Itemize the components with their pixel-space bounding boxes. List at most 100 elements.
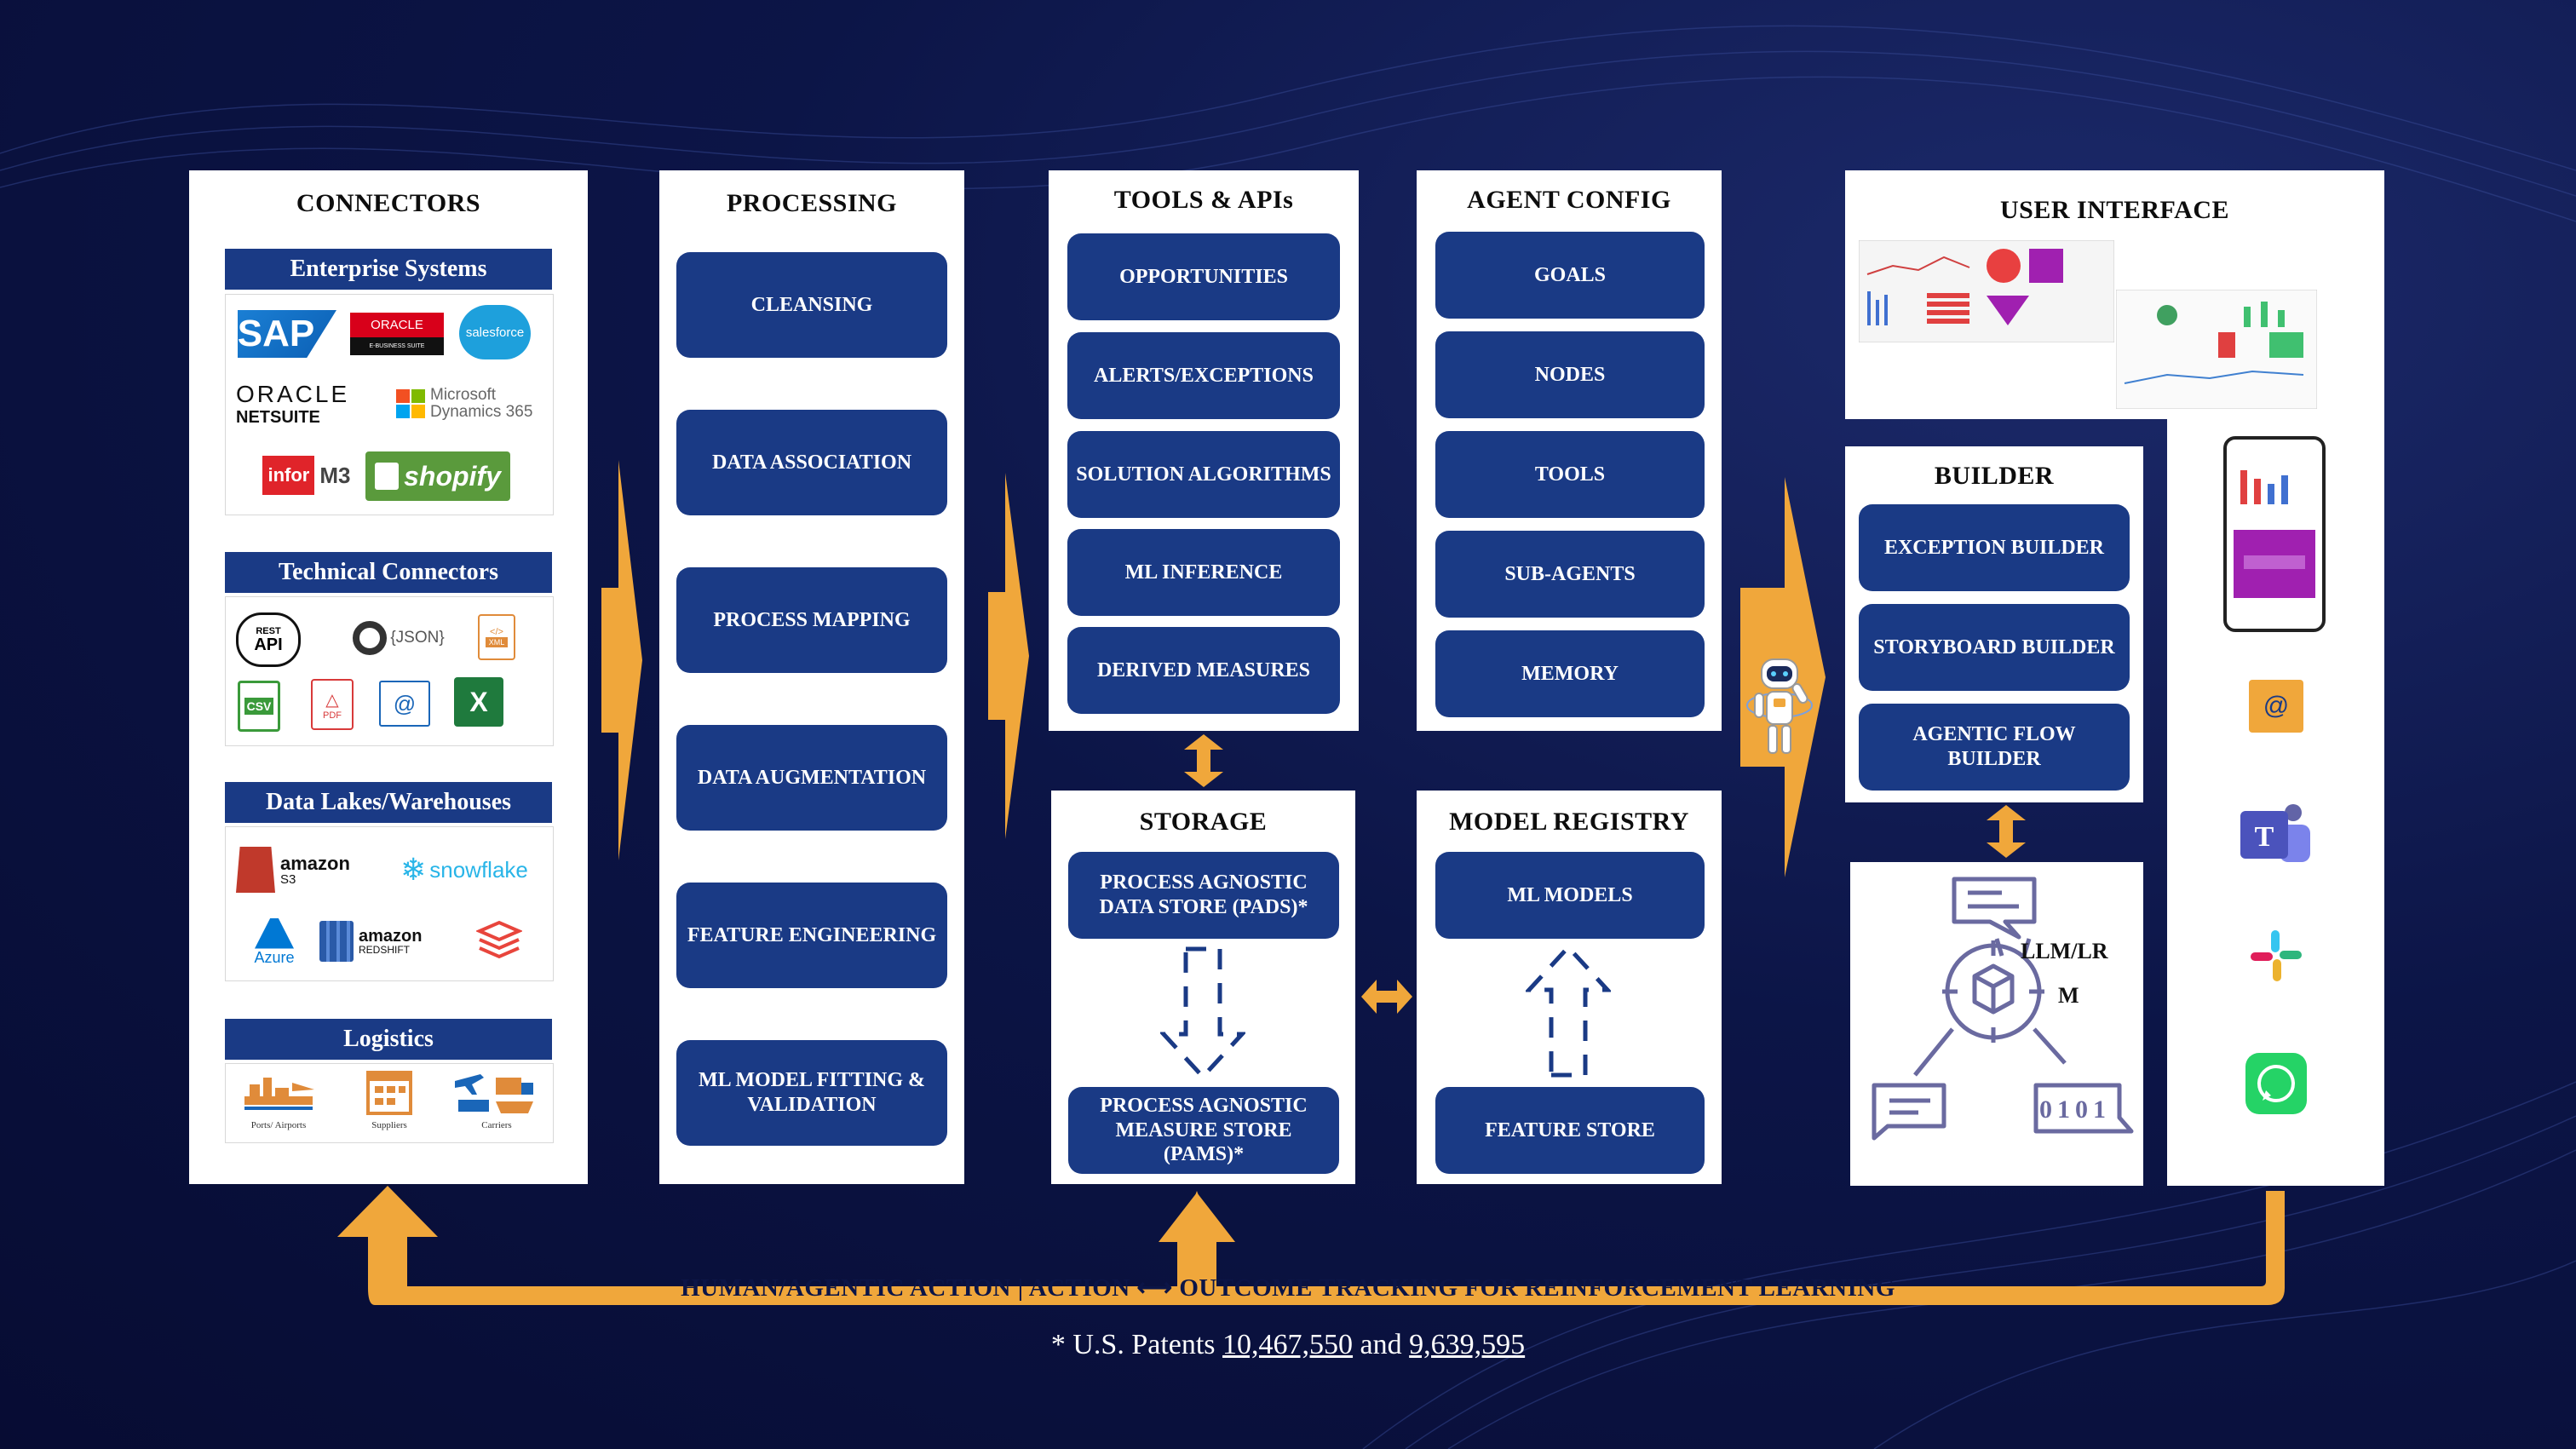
- azure-logo: Azure: [244, 914, 304, 970]
- processing-data-association: DATA ASSOCIATION: [676, 410, 947, 515]
- user-interface-panel: USER INTERFACE: [1845, 170, 2384, 419]
- logistics-label-carriers: Carriers: [481, 1120, 512, 1130]
- storage-pams: PROCESS AGNOSTIC MEASURE STORE (PAMS)*: [1068, 1087, 1339, 1174]
- arrow-connectors-to-processing: [601, 460, 642, 860]
- storage-panel: STORAGE PROCESS AGNOSTIC DATA STORE (PAD…: [1051, 791, 1355, 1184]
- rest-api-icon: REST API: [236, 612, 301, 667]
- dashboard-screenshot-right: [2116, 290, 2317, 409]
- patents-footnote: * U.S. Patents 10,467,550 and 9,639,595: [0, 1329, 2576, 1361]
- tools-ml-inference: ML INFERENCE: [1067, 529, 1340, 616]
- processing-panel: PROCESSING CLEANSING DATA ASSOCIATION PR…: [659, 170, 964, 1184]
- logistics-label-ports: Ports/ Airports: [250, 1120, 307, 1130]
- arrow-storage-model-registry: [1361, 980, 1412, 1014]
- model-registry-feature-store: FEATURE STORE: [1435, 1087, 1705, 1174]
- whatsapp-icon: [2245, 1053, 2307, 1114]
- technical-logos-box: REST API {JSON} </> XML CSV △ PDF @ X: [225, 596, 554, 746]
- microsoft-icon: [396, 389, 425, 418]
- processing-process-mapping: PROCESS MAPPING: [676, 567, 947, 673]
- tools-opportunities: OPPORTUNITIES: [1067, 233, 1340, 320]
- data-lake-logos-box: amazon S3 ❄ snowflake Azure amazon REDSH…: [225, 826, 554, 981]
- model-registry-ml-models: ML MODELS: [1435, 852, 1705, 939]
- databricks-icon: [474, 917, 524, 963]
- patents-prefix: * U.S. Patents: [1050, 1329, 1223, 1360]
- agent-config-title: AGENT CONFIG: [1467, 186, 1671, 214]
- builder-title: BUILDER: [1934, 462, 2055, 490]
- snowflake-icon: ❄: [400, 852, 427, 887]
- microsoft-dynamics-logo: Microsoft Dynamics 365: [396, 380, 549, 428]
- tools-derived-measures: DERIVED MEASURES: [1067, 627, 1340, 714]
- s3-bucket-icon: [236, 847, 275, 893]
- arrow-processing-to-tools: [988, 473, 1029, 839]
- processing-title: PROCESSING: [726, 189, 898, 217]
- amazon-redshift-logo: amazon REDSHIFT: [319, 916, 447, 967]
- xml-file-icon: </> XML: [478, 614, 515, 660]
- tools-panel: TOOLS & APIs OPPORTUNITIES ALERTS/EXCEPT…: [1049, 170, 1359, 731]
- feedback-loop-text: HUMAN/AGENTIC ACTION | ACTION ⟷ OUTCOME …: [681, 1274, 1895, 1302]
- salesforce-logo: salesforce: [459, 305, 531, 359]
- enterprise-logos-box: SAP ORACLE E-BUSINESS SUITE salesforce O…: [225, 294, 554, 515]
- connectors-title: CONNECTORS: [296, 189, 481, 217]
- arrow-builder-llm: [1987, 805, 2026, 858]
- microsoft-teams-icon: T: [2240, 804, 2310, 862]
- processing-cleansing: CLEANSING: [676, 252, 947, 358]
- logistics-label-suppliers: Suppliers: [371, 1120, 407, 1130]
- mobile-phone-screenshot: [2223, 436, 2326, 632]
- amazon-s3-logo: amazon S3: [236, 844, 372, 895]
- shopify-bag-icon: [375, 463, 400, 490]
- agent-config-panel: AGENT CONFIG GOALS NODES TOOLS SUB-AGENT…: [1417, 170, 1722, 731]
- user-interface-title: USER INTERFACE: [2000, 196, 2229, 224]
- patents-and: and: [1353, 1329, 1410, 1360]
- llm-diagram: 0101 LLM/LR M: [1872, 877, 2134, 1141]
- processing-ml-model-fitting: ML MODEL FITTING & VALIDATION: [676, 1040, 947, 1146]
- suppliers-icon: [364, 1069, 415, 1117]
- patent-link-2[interactable]: 9,639,595: [1409, 1329, 1526, 1360]
- model-registry-title: MODEL REGISTRY: [1449, 808, 1689, 836]
- logistics-logos-box: Ports/ Airports Suppliers Carriers: [225, 1063, 554, 1143]
- llm-label-line2: M: [2058, 983, 2079, 1008]
- agent-config-goals: GOALS: [1435, 232, 1705, 319]
- category-technical-connectors: Technical Connectors: [225, 552, 552, 593]
- svg-text:T: T: [2255, 821, 2274, 853]
- builder-storyboard: STORYBOARD BUILDER: [1859, 604, 2130, 691]
- carriers-icon: [446, 1069, 539, 1117]
- redshift-icon: [319, 921, 354, 962]
- storage-dashed-arrow: [1160, 946, 1245, 1080]
- builder-panel: BUILDER EXCEPTION BUILDER STORYBOARD BUI…: [1845, 446, 2143, 802]
- agent-config-memory: MEMORY: [1435, 630, 1705, 717]
- llm-binary-text: 0101: [2039, 1095, 2111, 1124]
- csv-file-icon: CSV: [238, 681, 280, 732]
- llm-panel: 0101 LLM/LR M: [1850, 862, 2143, 1186]
- connectors-panel: CONNECTORS Enterprise Systems SAP ORACLE…: [189, 170, 588, 1184]
- patent-link-1[interactable]: 10,467,550: [1222, 1329, 1354, 1360]
- infor-m3-logo: infor M3: [262, 452, 352, 498]
- snowflake-logo: ❄ snowflake: [400, 852, 528, 887]
- tools-solution-algorithms: SOLUTION ALGORITHMS: [1067, 431, 1340, 518]
- agent-config-nodes: NODES: [1435, 331, 1705, 418]
- processing-data-augmentation: DATA AUGMENTATION: [676, 725, 947, 831]
- category-enterprise-systems: Enterprise Systems: [225, 249, 552, 290]
- agent-config-tools: TOOLS: [1435, 431, 1705, 518]
- arrow-tools-storage: [1184, 734, 1223, 787]
- builder-exception: EXCEPTION BUILDER: [1859, 504, 2130, 591]
- shopify-logo: shopify: [365, 451, 510, 501]
- storage-title: STORAGE: [1139, 808, 1268, 836]
- channels-panel: @ T: [2167, 419, 2384, 1186]
- processing-feature-engineering: FEATURE ENGINEERING: [676, 883, 947, 988]
- robot-icon: [1746, 658, 1813, 754]
- oracle-ebs-logo: ORACLE E-BUSINESS SUITE: [350, 310, 444, 358]
- model-registry-dashed-arrow: [1526, 944, 1611, 1078]
- category-data-lakes: Data Lakes/Warehouses: [225, 782, 552, 823]
- category-logistics: Logistics: [225, 1019, 552, 1060]
- json-icon: {JSON}: [345, 616, 452, 660]
- builder-agentic-flow: AGENTIC FLOW BUILDER: [1859, 704, 2130, 791]
- outlook-email-icon: @: [2249, 680, 2303, 733]
- llm-label-line1: LLM/LR: [2021, 939, 2108, 963]
- excel-icon: X: [454, 677, 503, 727]
- oracle-netsuite-logo: ORACLE NETSUITE: [236, 380, 350, 427]
- agent-config-sub-agents: SUB-AGENTS: [1435, 531, 1705, 618]
- dashboard-screenshot-left: [1859, 240, 2114, 342]
- ports-airports-icon: [241, 1071, 318, 1115]
- model-registry-panel: MODEL REGISTRY ML MODELS FEATURE STORE: [1417, 791, 1722, 1184]
- storage-pads: PROCESS AGNOSTIC DATA STORE (PADS)*: [1068, 852, 1339, 939]
